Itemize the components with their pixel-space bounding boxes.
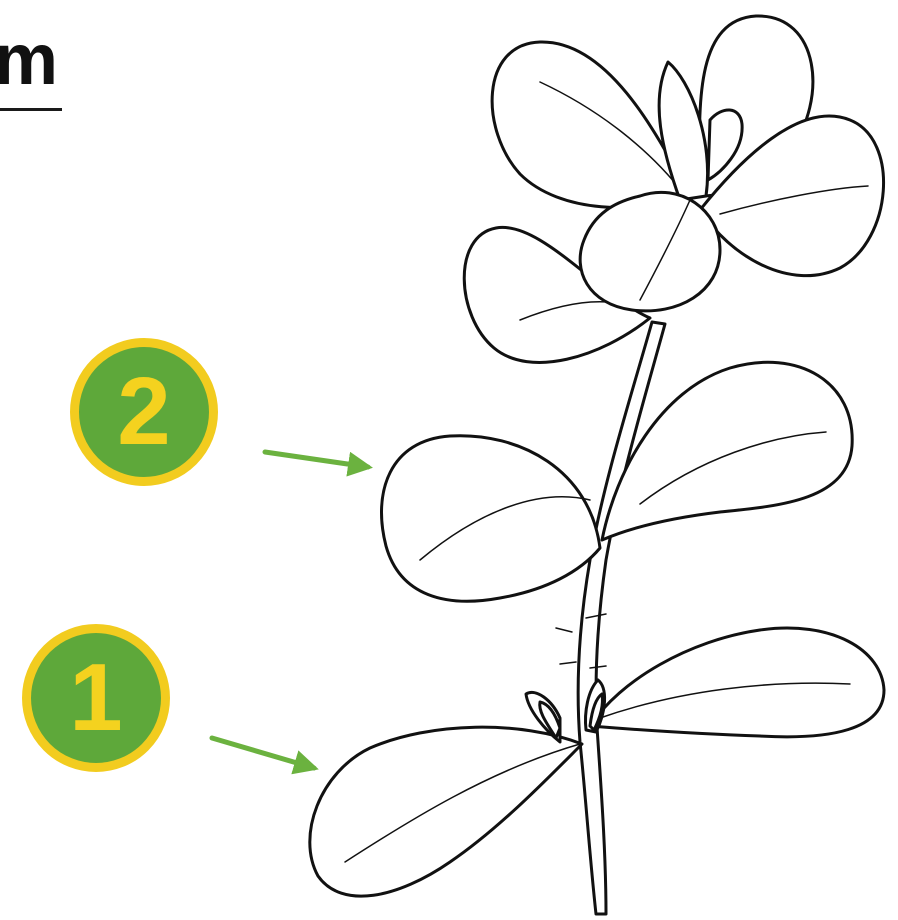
arrow-2 bbox=[265, 452, 368, 467]
stem bbox=[578, 322, 665, 914]
arrow-1 bbox=[212, 738, 314, 768]
petal-front bbox=[580, 192, 720, 311]
leaf-node2-left bbox=[382, 436, 600, 602]
leaf-node1-left bbox=[310, 727, 582, 896]
leaf-node1-right bbox=[590, 628, 884, 737]
